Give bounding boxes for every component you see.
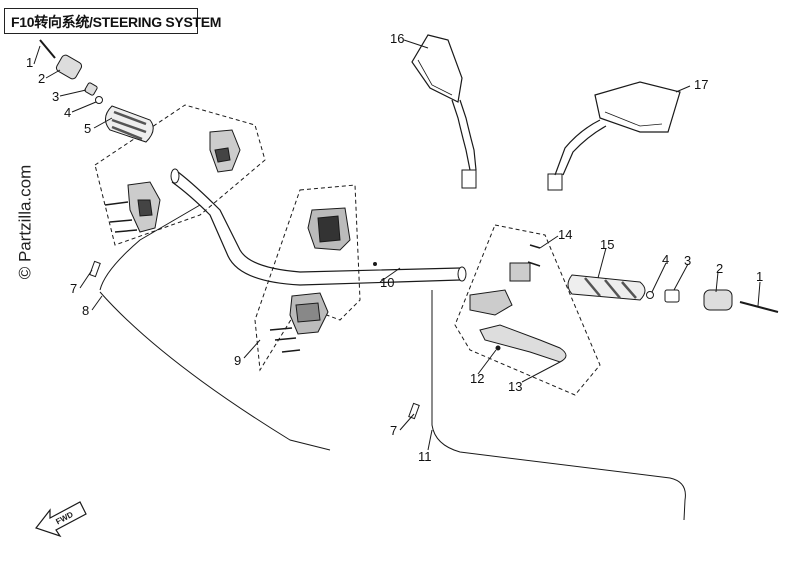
callout-1-left: 1: [26, 55, 34, 70]
right-mirror-base: [547, 173, 563, 191]
handlebar-left-end: [170, 168, 180, 184]
left-mirror-base: [461, 169, 477, 189]
callout-2-right: 2: [716, 261, 724, 276]
handlebar-mark: [373, 262, 377, 266]
callout-8: 8: [82, 303, 90, 318]
right-mirror-head: [594, 81, 681, 133]
callout-15: 15: [600, 237, 615, 252]
left-mirror-head: [411, 34, 463, 103]
handlebar-right-end: [457, 266, 467, 282]
brake-lever: [479, 324, 567, 363]
callout-4-right: 4: [662, 252, 670, 267]
callout-16: 16: [390, 31, 405, 46]
right-sleeve: [664, 289, 680, 303]
left-switch-group-outline: [94, 104, 266, 246]
callout-1-right: 1: [756, 269, 764, 284]
callout-9: 9: [234, 353, 242, 368]
right-washer: [646, 291, 654, 299]
handlebar-upper-edge: [177, 171, 461, 273]
callout-5-left: 5: [84, 121, 92, 136]
callout-3-right: 3: [684, 253, 692, 268]
title-box: F10转向系统/STEERING SYSTEM: [4, 8, 221, 34]
left-bolt: [39, 39, 56, 59]
left-washer: [95, 96, 103, 104]
left-bar-end: [55, 54, 83, 80]
left-grip: [105, 105, 154, 143]
callout-17: 17: [694, 77, 709, 92]
callout-13: 13: [508, 379, 523, 394]
left-cable-clip: [89, 260, 101, 278]
handlebar-lower-edge: [171, 181, 461, 286]
callout-2-left: 2: [38, 71, 46, 86]
callout-11: 11: [418, 449, 432, 464]
right-cable-clip: [408, 402, 420, 420]
brake-clamp: [509, 262, 531, 282]
left-sleeve: [84, 82, 98, 96]
brake-master-cylinder: [469, 289, 513, 316]
forward-arrow-icon: FWD: [35, 501, 87, 538]
callout-7-right: 7: [390, 423, 398, 438]
callout-4-left: 4: [64, 105, 72, 120]
callout-10: 10: [380, 275, 395, 290]
callout-3-left: 3: [52, 89, 60, 104]
diagram-title: F10转向系统/STEERING SYSTEM: [11, 14, 222, 30]
right-bolt: [739, 301, 779, 313]
callout-14: 14: [558, 227, 573, 242]
right-grip: [567, 274, 646, 301]
right-bar-end: [703, 289, 733, 311]
callout-12: 12: [470, 371, 485, 386]
left-mirror-stem: [451, 99, 471, 171]
brake-group-outline: [454, 224, 601, 396]
callout-7-left: 7: [70, 281, 78, 296]
right-mirror-stem: [554, 119, 601, 176]
